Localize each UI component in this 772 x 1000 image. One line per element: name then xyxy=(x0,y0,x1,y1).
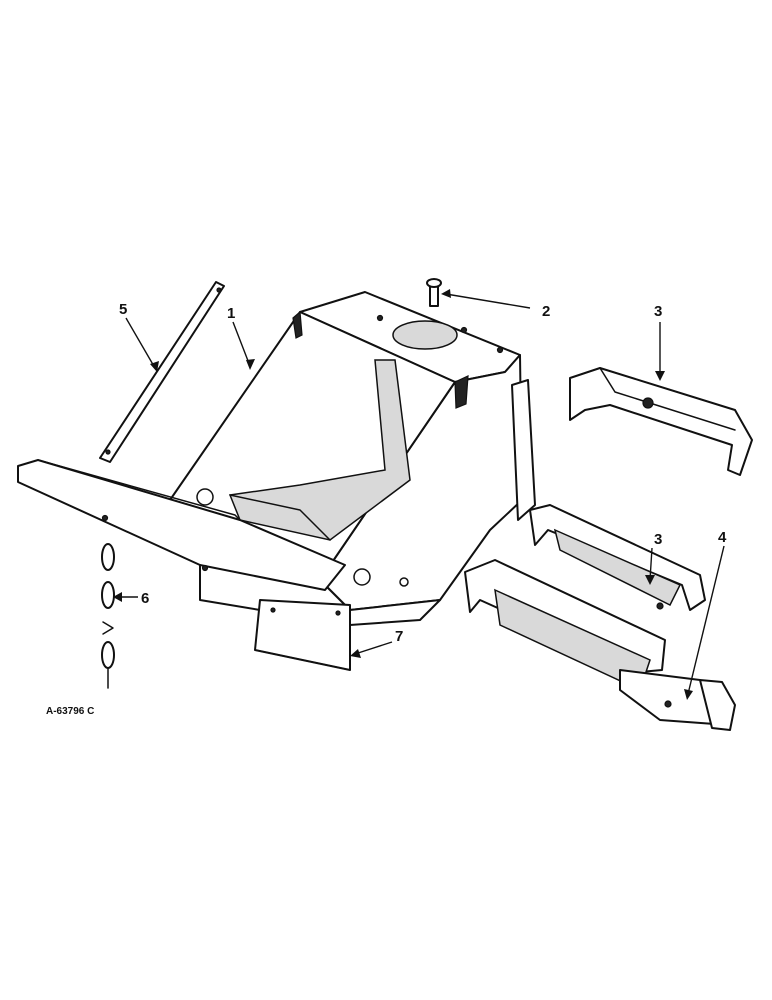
frame-bolt-hole xyxy=(460,326,468,334)
strap-body xyxy=(99,281,225,463)
frame-hole-c xyxy=(399,577,409,587)
arrowhead-7 xyxy=(350,649,361,658)
chain-link xyxy=(101,641,115,669)
arrowhead-3a xyxy=(655,371,665,381)
part-1-frame xyxy=(169,291,536,626)
plate-hole xyxy=(335,610,341,616)
front-crossbar xyxy=(17,459,346,591)
part-7-plate xyxy=(254,599,351,671)
callout-3-lower: 3 xyxy=(654,531,662,548)
frame-trough-edge xyxy=(229,494,331,541)
part-6-chain xyxy=(101,543,115,689)
frame-side-channel xyxy=(511,379,536,521)
plate-fold xyxy=(254,649,351,671)
strap-hole xyxy=(105,449,111,455)
frame-bolt-hole xyxy=(376,314,384,322)
frame-hole-b xyxy=(353,568,371,586)
leader-3b xyxy=(649,547,653,581)
arrowhead-6 xyxy=(113,592,122,602)
drawing-code: A-63796 C xyxy=(46,706,94,717)
strap-hole xyxy=(216,287,222,293)
arrowhead-3b xyxy=(645,575,655,585)
chain-link xyxy=(101,543,115,571)
drawbar-pin-hole xyxy=(664,700,672,708)
leader-2 xyxy=(445,293,531,309)
drawbar-clevis xyxy=(699,679,736,731)
arrowhead-5 xyxy=(150,361,159,372)
callout-4: 4 xyxy=(718,529,727,546)
plate-hole xyxy=(270,607,276,613)
callout-5: 5 xyxy=(119,301,127,318)
leader-7 xyxy=(354,641,393,655)
leader-1 xyxy=(232,321,251,367)
callout-2: 2 xyxy=(542,303,550,320)
leader-5 xyxy=(125,317,156,369)
callout-labels: 1 2 3 3 4 5 6 7 xyxy=(119,301,727,645)
lower-bracket-web xyxy=(553,528,682,607)
part-4-drawbar-assembly xyxy=(464,559,736,731)
arrowhead-4 xyxy=(684,689,693,700)
callout-3-upper: 3 xyxy=(654,303,662,320)
part-2-bolt xyxy=(426,278,442,307)
callout-1: 1 xyxy=(227,305,235,322)
chain-link xyxy=(101,581,115,609)
crossbar-edge xyxy=(37,459,241,521)
arrowhead-2 xyxy=(441,289,451,298)
frame-bolt-hole xyxy=(496,346,504,354)
frame-tab-right xyxy=(454,375,469,409)
upper-bracket-body xyxy=(569,367,753,476)
callout-7: 7 xyxy=(395,628,403,645)
upper-bracket-nut xyxy=(642,397,654,409)
lower-bracket-hole xyxy=(656,602,664,610)
frame-hole-a xyxy=(196,488,214,506)
part-3-upper-bracket xyxy=(569,367,753,476)
leader-4 xyxy=(687,545,725,695)
part-3-lower-bracket xyxy=(529,504,706,611)
arrowhead-1 xyxy=(246,359,255,370)
upper-bracket-flange xyxy=(599,367,736,431)
crossbar-hole xyxy=(201,564,209,572)
frame-top-opening xyxy=(392,320,458,350)
arrowheads xyxy=(113,289,693,700)
callout-6: 6 xyxy=(141,590,149,607)
part-5-strap xyxy=(99,281,225,463)
crossbar-hole xyxy=(101,514,109,522)
bolt-head xyxy=(426,278,442,288)
chain-hook xyxy=(102,621,114,635)
leader-lines xyxy=(118,293,725,695)
frame-tab-left xyxy=(292,310,303,339)
